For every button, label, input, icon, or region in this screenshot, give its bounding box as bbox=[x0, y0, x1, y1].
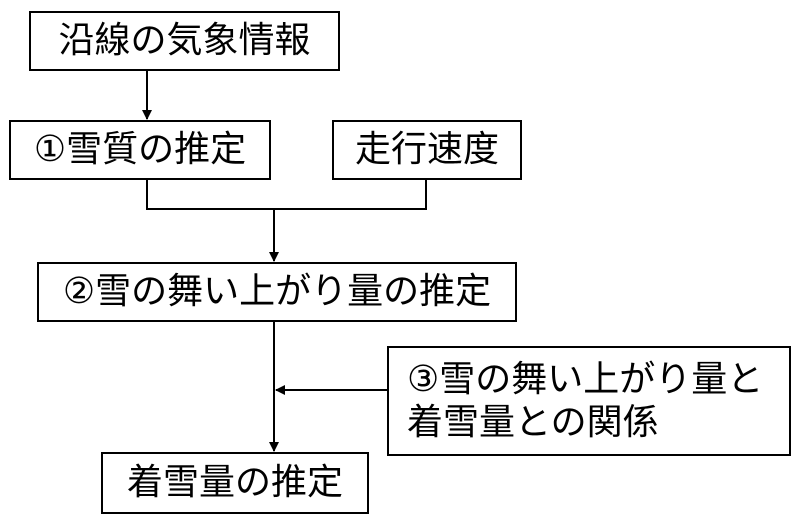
running-speed-label: 走行速度 bbox=[354, 129, 499, 171]
weather-info-label: 沿線の気象情報 bbox=[58, 20, 311, 62]
running-speed-box: 走行速度 bbox=[332, 120, 522, 180]
relation-box: ③雪の舞い上がり量と 着雪量との関係 bbox=[387, 346, 791, 456]
snow-blowup-label: ②雪の舞い上がり量の推定 bbox=[62, 271, 492, 313]
relation-label-line1: ③雪の舞い上がり量と bbox=[407, 358, 764, 400]
snow-blowup-box: ②雪の舞い上がり量の推定 bbox=[37, 262, 517, 322]
weather-info-box: 沿線の気象情報 bbox=[29, 11, 340, 71]
merge-bracket bbox=[146, 180, 427, 210]
snow-quality-label: ①雪質の推定 bbox=[33, 129, 247, 171]
snow-quality-box: ①雪質の推定 bbox=[9, 120, 271, 180]
relation-label-line2: 着雪量との関係 bbox=[407, 402, 659, 443]
snow-accretion-box: 着雪量の推定 bbox=[101, 452, 369, 514]
snow-accretion-label: 着雪量の推定 bbox=[126, 462, 343, 504]
